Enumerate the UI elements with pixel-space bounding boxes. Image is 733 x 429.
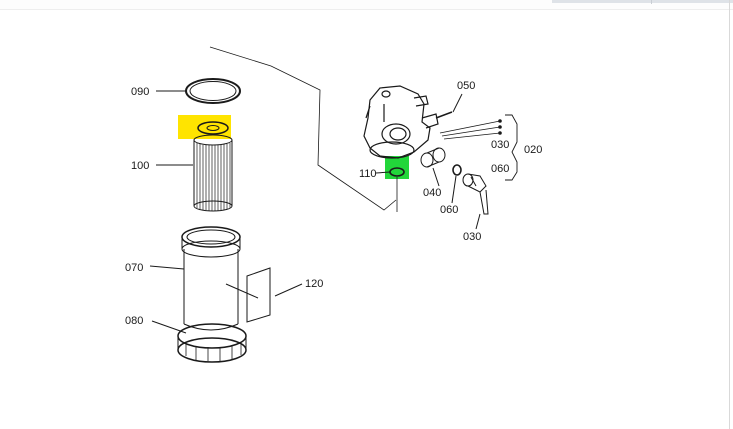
label-120: 120 bbox=[305, 278, 323, 290]
label-110: 110 bbox=[359, 168, 377, 180]
toolbar-separator bbox=[651, 0, 652, 4]
o-ring-090 bbox=[185, 78, 241, 104]
highlight-yellow-100-top bbox=[178, 115, 231, 139]
dot-020-c bbox=[498, 131, 502, 135]
label-060-group: 060 bbox=[491, 163, 509, 175]
leader-060 bbox=[451, 175, 457, 204]
label-sheet-120 bbox=[246, 267, 271, 323]
label-030-group: 030 bbox=[491, 139, 509, 151]
leader-080 bbox=[151, 320, 187, 334]
assembly-outline bbox=[209, 46, 397, 211]
leader-020-b bbox=[441, 126, 501, 137]
leader-020-a bbox=[439, 120, 501, 134]
label-020: 020 bbox=[524, 144, 542, 156]
o-ring-090-inner bbox=[189, 81, 237, 101]
label-050: 050 bbox=[457, 80, 475, 92]
leader-020-c bbox=[443, 132, 501, 140]
top-divider bbox=[0, 9, 733, 10]
leader-050 bbox=[452, 93, 463, 113]
right-scrollbar-edge bbox=[729, 0, 730, 429]
label-040: 040 bbox=[423, 187, 441, 199]
label-090: 090 bbox=[131, 86, 149, 98]
label-100: 100 bbox=[131, 160, 149, 172]
screw-050 bbox=[435, 111, 453, 119]
cock-lever-030 bbox=[462, 173, 489, 215]
leader-070 bbox=[149, 265, 185, 270]
ring-nut-080 bbox=[177, 323, 247, 363]
dot-020-b bbox=[498, 125, 502, 129]
leader-110 bbox=[375, 171, 391, 174]
label-030-lever: 030 bbox=[463, 231, 481, 243]
filter-element-100 bbox=[193, 121, 233, 212]
leader-040 bbox=[432, 167, 440, 187]
leader-120-a bbox=[225, 283, 259, 299]
filter-head-casting bbox=[363, 85, 439, 159]
label-080: 080 bbox=[125, 315, 143, 327]
leader-120-b bbox=[274, 283, 303, 297]
dot-020-a bbox=[498, 119, 502, 123]
plug-040 bbox=[420, 147, 446, 168]
bracket-020 bbox=[505, 114, 518, 181]
leader-030 bbox=[475, 213, 481, 230]
toolbar-strip bbox=[552, 0, 733, 3]
filter-bowl-070 bbox=[181, 226, 241, 331]
washer-060 bbox=[452, 164, 462, 176]
browser-top-bar bbox=[0, 0, 733, 10]
label-060-washer: 060 bbox=[440, 204, 458, 216]
label-070: 070 bbox=[125, 262, 143, 274]
